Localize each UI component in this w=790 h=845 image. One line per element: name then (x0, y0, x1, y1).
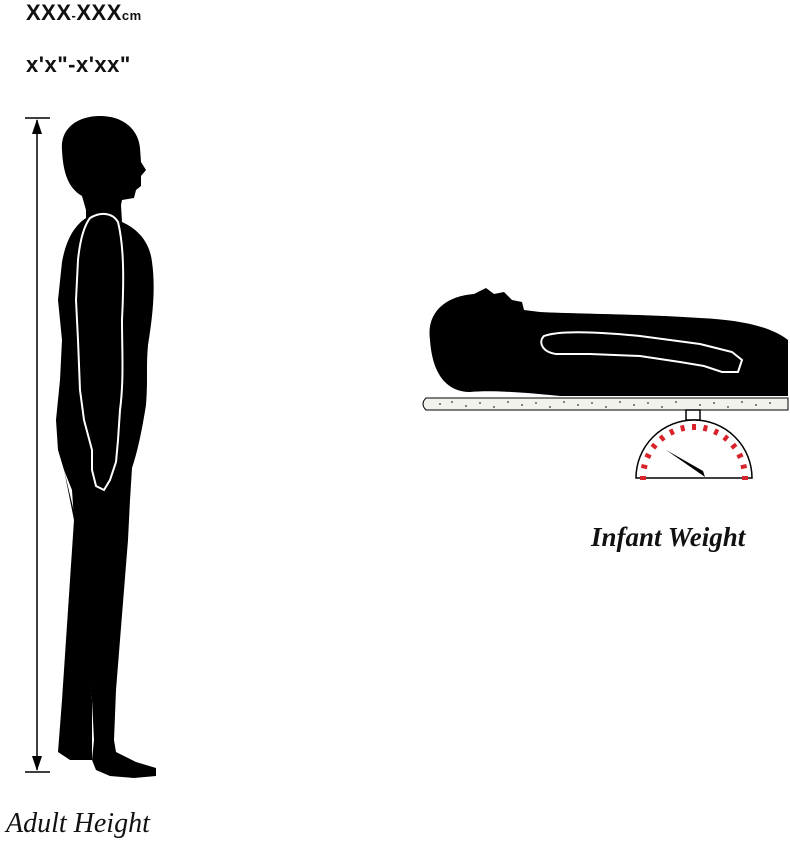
scale-tick (682, 425, 683, 431)
scale-tick (645, 455, 650, 458)
infant-silhouette (429, 288, 788, 396)
adult-height-caption: Adult Height (6, 808, 150, 840)
infant-table (423, 398, 788, 410)
weighing-scale (636, 410, 752, 478)
scale-tick (737, 455, 742, 458)
height-measure-arrow (25, 118, 50, 772)
adult-silhouette (56, 116, 156, 778)
scale-tick (705, 425, 706, 431)
infant-weight-caption: Infant Weight (591, 522, 745, 553)
scale-tick (641, 466, 647, 467)
scale-tick (715, 429, 718, 434)
scale-tick (741, 466, 747, 467)
scale-tick (671, 429, 674, 434)
